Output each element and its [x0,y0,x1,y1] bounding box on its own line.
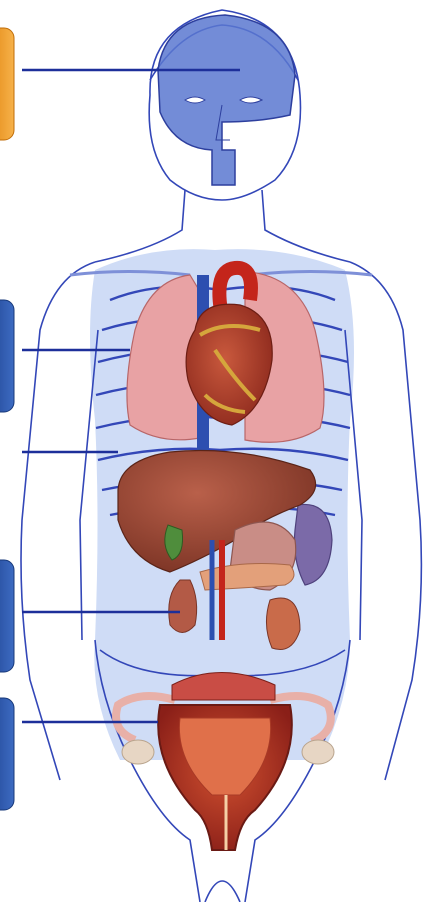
label-tab-head[interactable] [0,28,14,140]
label-tab-abdomen[interactable] [0,560,14,672]
head-region [158,15,295,185]
left-arm [21,262,95,780]
ovary-right [302,740,334,764]
right-arm [350,262,421,780]
label-tab-chest[interactable] [0,300,14,412]
brain-highlight [158,15,295,185]
ovary-left [122,740,154,764]
neck-right [262,190,350,262]
leg-gap [205,881,240,902]
kidney-right [266,598,300,650]
label-tab-pelvis[interactable] [0,698,14,810]
